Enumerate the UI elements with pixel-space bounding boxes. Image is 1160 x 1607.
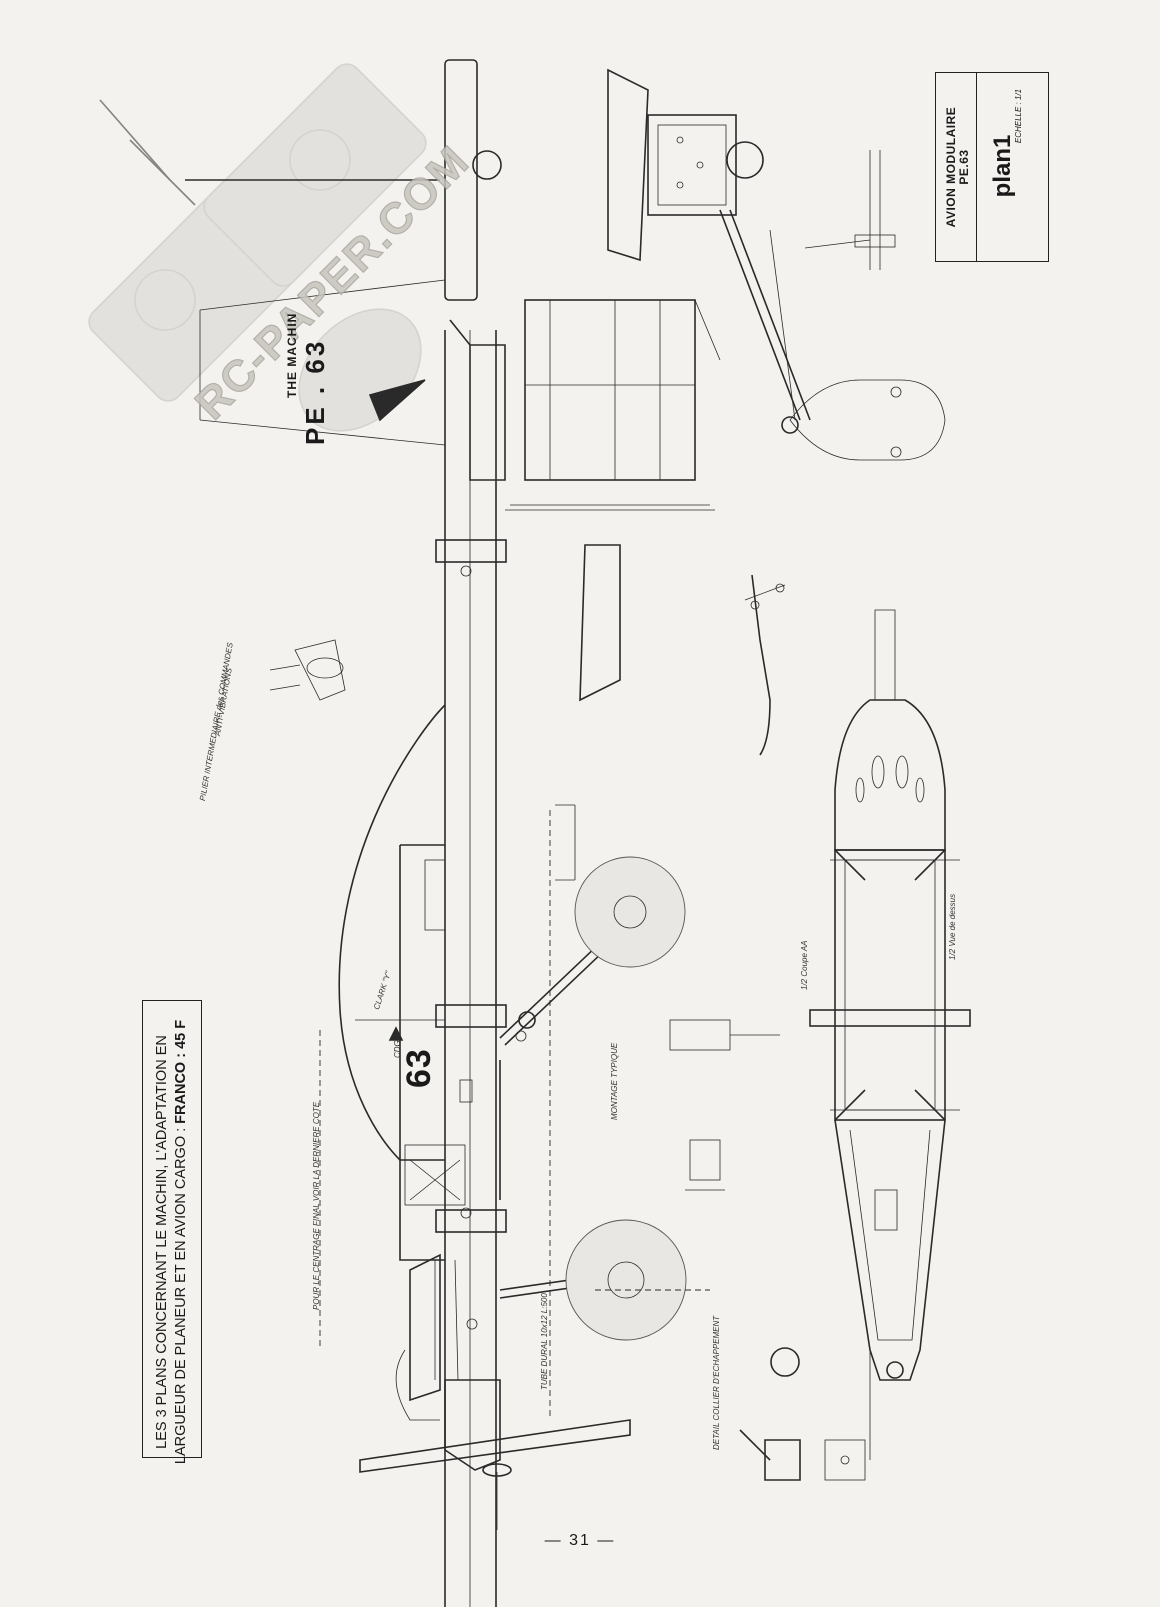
wing-mount-box (607, 68, 946, 461)
title-block-divider (976, 73, 977, 261)
wing-detail (505, 299, 721, 702)
title-block-heading: AVION MODULAIRE PE.63 (944, 92, 971, 242)
caption-line1: LES 3 PLANS CONCERNANT LE MACHIN, L'ADAP… (154, 1035, 170, 1449)
tail-section (185, 59, 506, 481)
detail-top-right (804, 150, 896, 270)
label-detail-collier: DETAIL COLLIER D'ECHAPPEMENT (712, 1315, 721, 1450)
label-tube: TUBE DURAL 10x12 L:500 (540, 1293, 549, 1390)
label-montage-typique: MONTAGE TYPIQUE (610, 1042, 619, 1120)
label-cdg: CDG (393, 1040, 402, 1058)
exhaust-collar-detail (739, 1347, 866, 1481)
caption-text: LES 3 PLANS CONCERNANT LE MACHIN, L'ADAP… (143, 1014, 201, 1470)
dimension-lines (319, 804, 710, 1420)
fuselage-marking-title: THE MACHIN (285, 312, 299, 398)
caption-line2-prefix: LARGUEUR DE PLANEUR ET EN AVION CARGO : (173, 1123, 189, 1465)
label-centrage: POUR LE CENTRAGE FINAL VOIR LA DERNIERE … (312, 1101, 321, 1310)
caption-box: LES 3 PLANS CONCERNANT LE MACHIN, L'ADAP… (142, 1000, 202, 1464)
pillar-detail (269, 639, 346, 701)
landing-gear (499, 856, 687, 1341)
fuselage-number: 63 (400, 1048, 438, 1088)
caption-line2: LARGUEUR DE PLANEUR ET EN AVION CARGO : … (172, 1014, 191, 1470)
title-line2: PE.63 (957, 149, 971, 185)
label-coupe: 1/2 Coupe AA (800, 940, 809, 990)
main-boom (435, 330, 527, 1607)
fuselage-plan-view (809, 609, 971, 1460)
fuselage-pod (338, 704, 501, 1471)
control-horn-detail (744, 574, 786, 756)
page-number: — 31 — (544, 1532, 616, 1549)
cg-mark (368, 379, 426, 422)
title-block: AVION MODULAIRE PE.63 plan1 ECHELLE : 1/… (935, 72, 1049, 262)
caption-line2-price: FRANCO : 45 F (173, 1019, 189, 1124)
montage-detail (669, 1019, 780, 1191)
scale-label: ECHELLE : 1/1 (1014, 88, 1023, 144)
label-vue-dessus: 1/2 Vue de dessus (948, 893, 957, 960)
watermark-transmitter-graphic (88, 63, 427, 432)
propeller (359, 1419, 631, 1530)
fuselage-marking-code: PE . 63 (300, 338, 330, 445)
